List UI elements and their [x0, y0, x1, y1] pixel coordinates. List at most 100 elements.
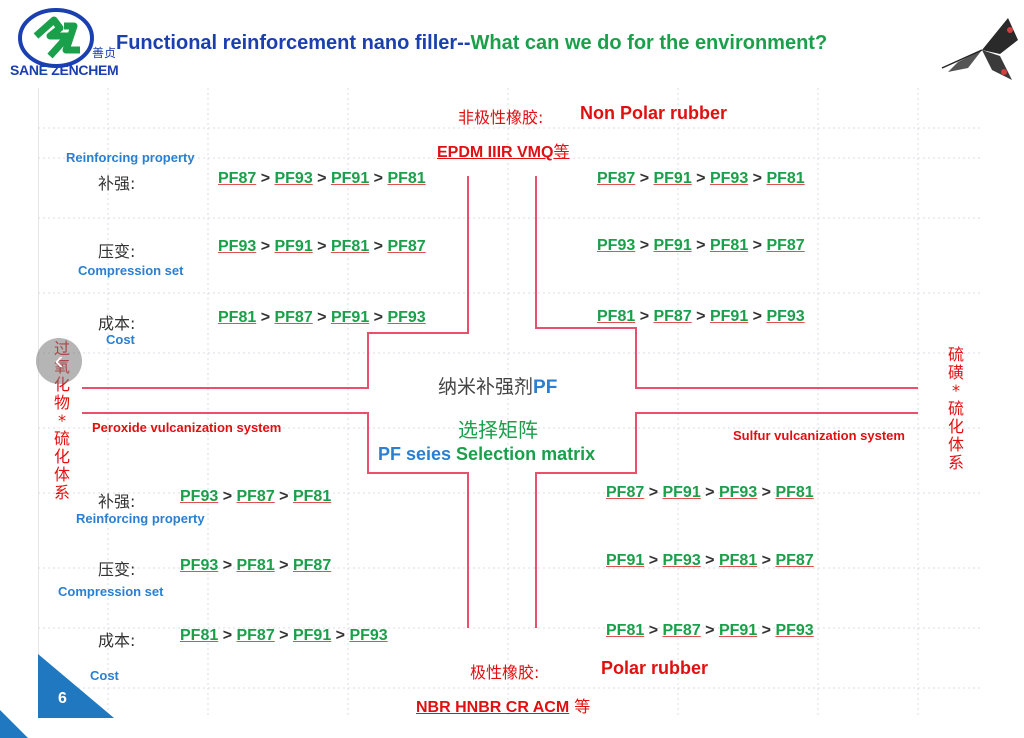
pf-grade-item: PF93	[718, 484, 758, 501]
br-compress-sequence: PF91 > PF93 > PF81 > PF87	[606, 552, 814, 570]
tl-compression-en: Compression set	[78, 263, 184, 278]
bl-reinforcing-en: Reinforcing property	[76, 511, 205, 526]
pf-grade-item: PF91	[718, 622, 758, 639]
right-vertical-label: 硫磺*硫化体系	[947, 345, 964, 472]
tl-reinforcing-en: Reinforcing property	[66, 150, 195, 165]
br-cost-sequence: PF81 > PF87 > PF91 > PF93	[606, 622, 814, 640]
greater-than-separator: >	[369, 309, 388, 326]
pf-grade-item: PF87	[775, 552, 814, 569]
page-number-badge	[38, 654, 114, 718]
pf-grade-item: PF91	[653, 170, 692, 187]
pf-grade-item: PF81	[597, 308, 636, 325]
pf-grade-item: PF81	[709, 237, 749, 254]
greater-than-separator: >	[312, 309, 331, 326]
brand-name: SANE ZENCHEM	[10, 62, 119, 78]
non-polar-rubber-list: EPDM IIIR VMQ	[437, 144, 554, 161]
pf-grade-item: PF87	[236, 627, 275, 644]
pf-grade-item: PF91	[653, 237, 692, 254]
greater-than-separator: >	[644, 552, 663, 569]
br-reinforce-sequence: PF87 > PF91 > PF93 > PF81	[606, 484, 814, 502]
non-polar-rubber-etc: 等	[553, 142, 570, 161]
greater-than-separator: >	[748, 170, 767, 187]
non-polar-label-en: Non Polar rubber	[580, 103, 728, 123]
pf-grade-item: PF81	[292, 488, 332, 505]
greater-than-separator: >	[331, 627, 350, 644]
company-logo	[18, 8, 94, 68]
center-line-3-blue: PF seies	[378, 444, 457, 464]
greater-than-separator: >	[256, 238, 275, 255]
greater-than-separator: >	[312, 170, 331, 187]
pf-grade-item: PF87	[292, 557, 332, 574]
greater-than-separator: >	[691, 308, 710, 325]
pf-grade-item: PF91	[330, 309, 370, 326]
pf-grade-item: PF81	[775, 484, 814, 501]
pf-grade-item: PF87	[597, 170, 636, 187]
tr-cost-sequence: PF81 > PF87 > PF91 > PF93	[597, 308, 805, 326]
pf-grade-item: PF93	[597, 237, 636, 254]
pf-grade-item: PF87	[236, 488, 275, 505]
greater-than-separator: >	[274, 488, 293, 505]
pf-grade-item: PF81	[718, 552, 758, 569]
non-polar-label-cn: 非极性橡胶:	[458, 108, 544, 127]
greater-than-separator: >	[757, 552, 776, 569]
polar-rubber-etc: 等	[569, 697, 591, 716]
tl-cost-cn: 成本:	[98, 314, 136, 333]
pf-grade-item: PF87	[387, 238, 426, 255]
greater-than-separator: >	[748, 308, 767, 325]
greater-than-separator: >	[748, 237, 767, 254]
tl-compress-sequence: PF93 > PF91 > PF81 > PF87	[218, 238, 426, 256]
greater-than-separator: >	[635, 170, 654, 187]
bl-cost-sequence: PF81 > PF87 > PF91 > PF93	[180, 627, 388, 645]
center-line-1-en: PF	[533, 377, 558, 398]
chevron-left-icon: ‹	[54, 345, 64, 375]
greater-than-separator: >	[635, 308, 654, 325]
greater-than-separator: >	[644, 622, 663, 639]
pf-grade-item: PF93	[218, 238, 257, 255]
title-part-2: What can we do for the environment?	[470, 32, 828, 54]
tl-compression-cn: 压变:	[98, 242, 136, 261]
non-polar-rubbers: EPDM IIIR VMQ等	[437, 138, 569, 162]
greater-than-separator: >	[691, 237, 710, 254]
pf-grade-item: PF93	[180, 557, 219, 574]
logo-chinese-name: 善贞	[92, 46, 117, 60]
pf-grade-item: PF87	[606, 484, 645, 501]
greater-than-separator: >	[369, 170, 388, 187]
pf-grade-item: PF87	[766, 237, 805, 254]
greater-than-separator: >	[644, 484, 663, 501]
center-line-2: 选择矩阵	[458, 418, 538, 442]
peroxide-system-label: Peroxide vulcanization system	[92, 420, 282, 435]
slide-canvas	[38, 88, 983, 718]
greater-than-separator: >	[256, 170, 275, 187]
pf-grade-item: PF81	[180, 627, 219, 644]
greater-than-separator: >	[757, 484, 776, 501]
pf-grade-item: PF93	[775, 622, 814, 639]
polar-label-en: Polar rubber	[601, 658, 709, 678]
pf-grade-item: PF87	[653, 308, 692, 325]
corner-decoration	[0, 710, 28, 738]
greater-than-separator: >	[700, 622, 719, 639]
greater-than-separator: >	[312, 238, 331, 255]
pf-grade-item: PF81	[387, 170, 426, 187]
bl-reinforce-sequence: PF93 > PF87 > PF81	[180, 488, 331, 506]
tl-reinforcing-cn: 补强:	[98, 174, 136, 193]
greater-than-separator: >	[218, 627, 237, 644]
pf-grade-item: PF93	[709, 170, 749, 187]
center-line-3-green: Selection matrix	[456, 444, 596, 464]
slide-title: Functional reinforcement nano filler--Wh…	[116, 32, 827, 55]
bl-compress-sequence: PF93 > PF81 > PF87	[180, 557, 331, 575]
title-part-1: Functional reinforcement nano filler--	[116, 32, 471, 54]
tr-compress-sequence: PF93 > PF91 > PF81 > PF87	[597, 237, 805, 255]
bl-reinforcing-cn: 补强:	[98, 492, 136, 511]
pf-grade-item: PF87	[662, 622, 701, 639]
pf-grade-item: PF93	[180, 488, 219, 505]
polar-label-cn: 极性橡胶:	[470, 663, 540, 682]
butterfly-image	[941, 18, 1018, 80]
pf-grade-item: PF91	[709, 308, 749, 325]
greater-than-separator: >	[218, 488, 237, 505]
tl-reinforce-sequence: PF87 > PF93 > PF91 > PF81	[218, 170, 426, 188]
pf-grade-item: PF81	[766, 170, 805, 187]
pf-grade-item: PF93	[662, 552, 701, 569]
sulfur-system-label: Sulfur vulcanization system	[733, 428, 905, 443]
previous-slide-button[interactable]: ‹	[36, 338, 82, 384]
polar-rubber-list: NBR HNBR CR ACM	[416, 699, 570, 716]
